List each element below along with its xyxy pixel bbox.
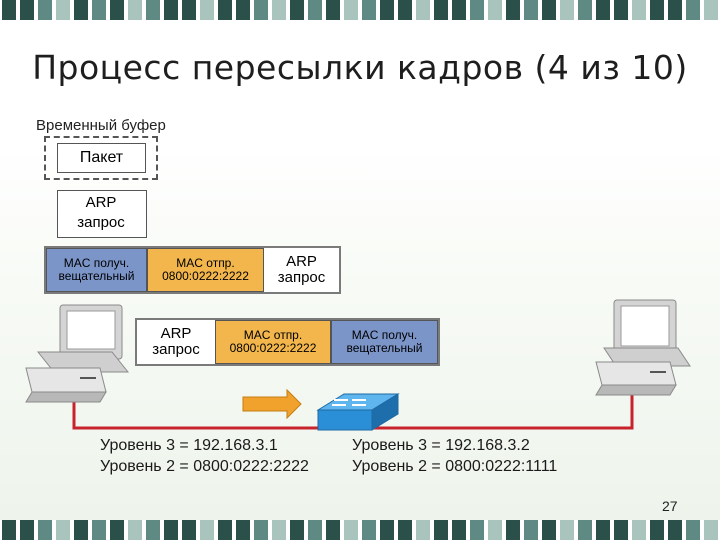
arp-payload-label: ARP	[286, 253, 317, 271]
mac-destination-label: MAC получ.	[63, 256, 130, 271]
right-host-layer2: Уровень 2 = 0800:0222:1111	[352, 458, 558, 475]
arp-request-line1: ARP	[85, 194, 117, 212]
arp-payload-sub: запрос	[277, 269, 326, 286]
mac-destination-field: MAC получ. вещательный	[331, 320, 438, 364]
arp-request-line2: запрос	[77, 214, 125, 232]
arp-payload-sub: запрос	[152, 341, 200, 358]
packet-box: Пакет	[57, 143, 146, 173]
page-number: 27	[662, 498, 678, 514]
arp-request-box: ARP запрос	[57, 190, 147, 238]
mac-source-field: MAC отпр. 0800:0222:2222	[215, 320, 331, 364]
arp-payload-field: ARP запрос	[264, 248, 339, 292]
mac-source-label: MAC отпр.	[176, 256, 235, 271]
right-host-layer3: Уровень 3 = 192.168.3.2	[352, 437, 530, 454]
top-decorative-stripe	[0, 0, 720, 20]
arp-payload-label: ARP	[160, 325, 192, 343]
mac-source-value: 0800:0222:2222	[229, 341, 317, 355]
forward-arrow-icon	[242, 388, 302, 420]
buffer-dashed-frame	[44, 136, 158, 180]
switch-icon	[316, 393, 400, 431]
ethernet-frame-upper: MAC получ. вещательный MAC отпр. 0800:02…	[44, 246, 341, 294]
ethernet-frame-lower: ARP запрос MAC отпр. 0800:0222:2222 MAC …	[135, 318, 440, 366]
buffer-label: Временный буфер	[36, 117, 166, 134]
left-host-layer3: Уровень 3 = 192.168.3.1	[100, 437, 278, 454]
computer-right-icon	[595, 299, 691, 396]
mac-source-label: MAC отпр.	[243, 328, 303, 343]
arp-payload-field: ARP запрос	[137, 320, 215, 364]
mac-destination-value: вещательный	[346, 341, 423, 355]
mac-source-value: 0800:0222:2222	[162, 269, 249, 283]
left-host-layer2: Уровень 2 = 0800:0222:2222	[100, 458, 309, 475]
mac-destination-value: вещательный	[58, 269, 135, 283]
mac-destination-field: MAC получ. вещательный	[46, 248, 147, 292]
mac-destination-label: MAC получ.	[351, 328, 418, 343]
bottom-decorative-stripe	[0, 520, 720, 540]
slide-title: Процесс пересылки кадров (4 из 10)	[32, 48, 688, 87]
mac-source-field: MAC отпр. 0800:0222:2222	[147, 248, 264, 292]
computer-left-icon	[25, 304, 130, 403]
